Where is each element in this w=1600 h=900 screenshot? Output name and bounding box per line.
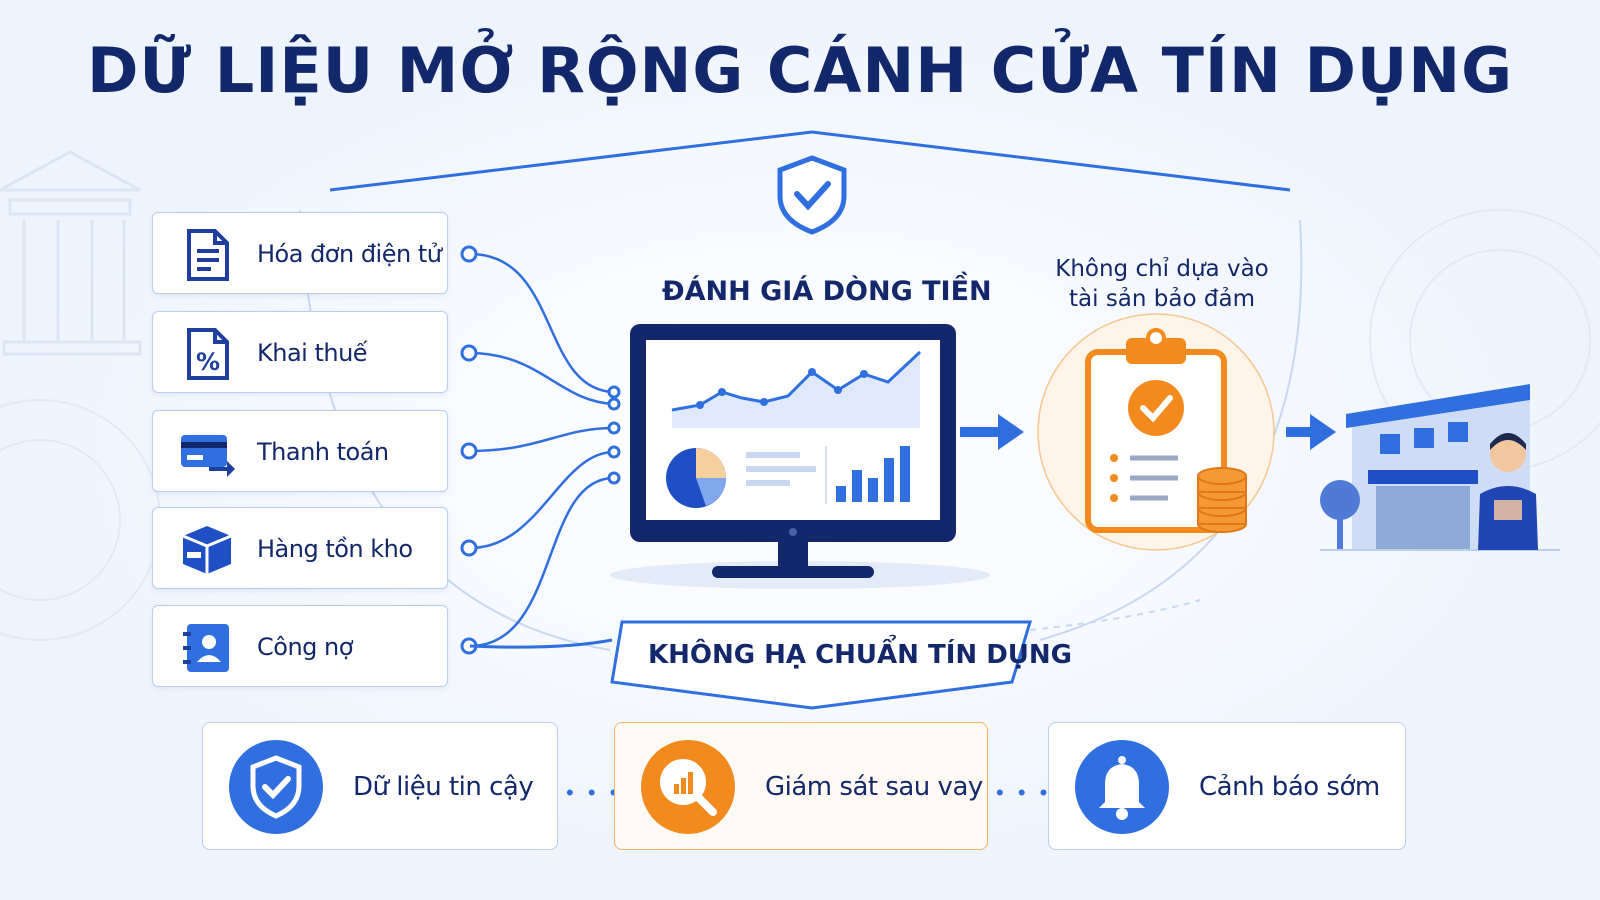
source-label: Hàng tồn kho xyxy=(257,535,413,563)
collateral-line-1: Không chỉ dựa vào xyxy=(1055,256,1269,282)
banner-text: KHÔNG HẠ CHUẨN TÍN DỤNG xyxy=(648,640,1072,670)
source-card-payment: Thanh toán xyxy=(152,410,448,492)
source-card-inventory: Hàng tồn kho xyxy=(152,507,448,589)
bank-building-watermark xyxy=(0,150,142,356)
source-card-invoice: Hóa đơn điện tử xyxy=(152,212,448,294)
clipboard-check-icon xyxy=(1037,313,1275,551)
banner-shape xyxy=(610,620,1033,710)
feature-card-early-warning: Cảnh báo sớm xyxy=(1048,722,1406,850)
business-store-icon xyxy=(1320,384,1560,551)
feature-label: Dữ liệu tin cậy xyxy=(353,772,534,802)
page-title: DỮ LIỆU MỞ RỘNG CÁNH CỬA TÍN DỤNG xyxy=(86,34,1514,107)
connector-lines xyxy=(469,252,615,648)
top-shield-icon xyxy=(777,155,847,235)
cashflow-heading: ĐÁNH GIÁ DÒNG TIỀN xyxy=(662,276,992,307)
feature-label: Cảnh báo sớm xyxy=(1199,772,1380,802)
payment-card-icon xyxy=(181,435,235,477)
source-card-tax: % Khai thuế xyxy=(152,311,448,393)
feature-card-trusted-data: Dữ liệu tin cậy xyxy=(202,722,558,850)
arrow-to-business xyxy=(1286,414,1336,450)
invoice-icon xyxy=(187,229,229,281)
feature-label: Giám sát sau vay xyxy=(765,772,983,802)
shield-frame xyxy=(329,130,1291,192)
arrow-to-collateral xyxy=(960,414,1024,450)
monitor-icon xyxy=(610,324,990,589)
source-card-debt: Công nợ xyxy=(152,605,448,687)
dots-separator: • • • xyxy=(996,780,1052,805)
tree-icon xyxy=(1320,480,1360,550)
debt-contact-icon xyxy=(183,624,229,672)
bell-icon xyxy=(1075,740,1169,834)
shield-check-icon xyxy=(229,740,323,834)
source-label: Khai thuế xyxy=(257,339,368,367)
shop-owner-icon xyxy=(1478,433,1538,550)
source-label: Thanh toán xyxy=(257,438,389,466)
collateral-note: Không chỉ dựa vào tài sản bảo đảm xyxy=(1032,254,1292,314)
dots-separator: • • • xyxy=(566,780,622,805)
magnifier-chart-icon xyxy=(641,740,735,834)
collateral-line-2: tài sản bảo đảm xyxy=(1069,286,1255,312)
source-label: Công nợ xyxy=(257,633,353,661)
tax-percent-icon: % xyxy=(187,328,229,380)
inventory-box-icon xyxy=(182,526,232,574)
source-label: Hóa đơn điện tử xyxy=(257,240,442,268)
feature-card-monitoring: Giám sát sau vay xyxy=(614,722,988,850)
svg-text:%: % xyxy=(196,348,220,376)
